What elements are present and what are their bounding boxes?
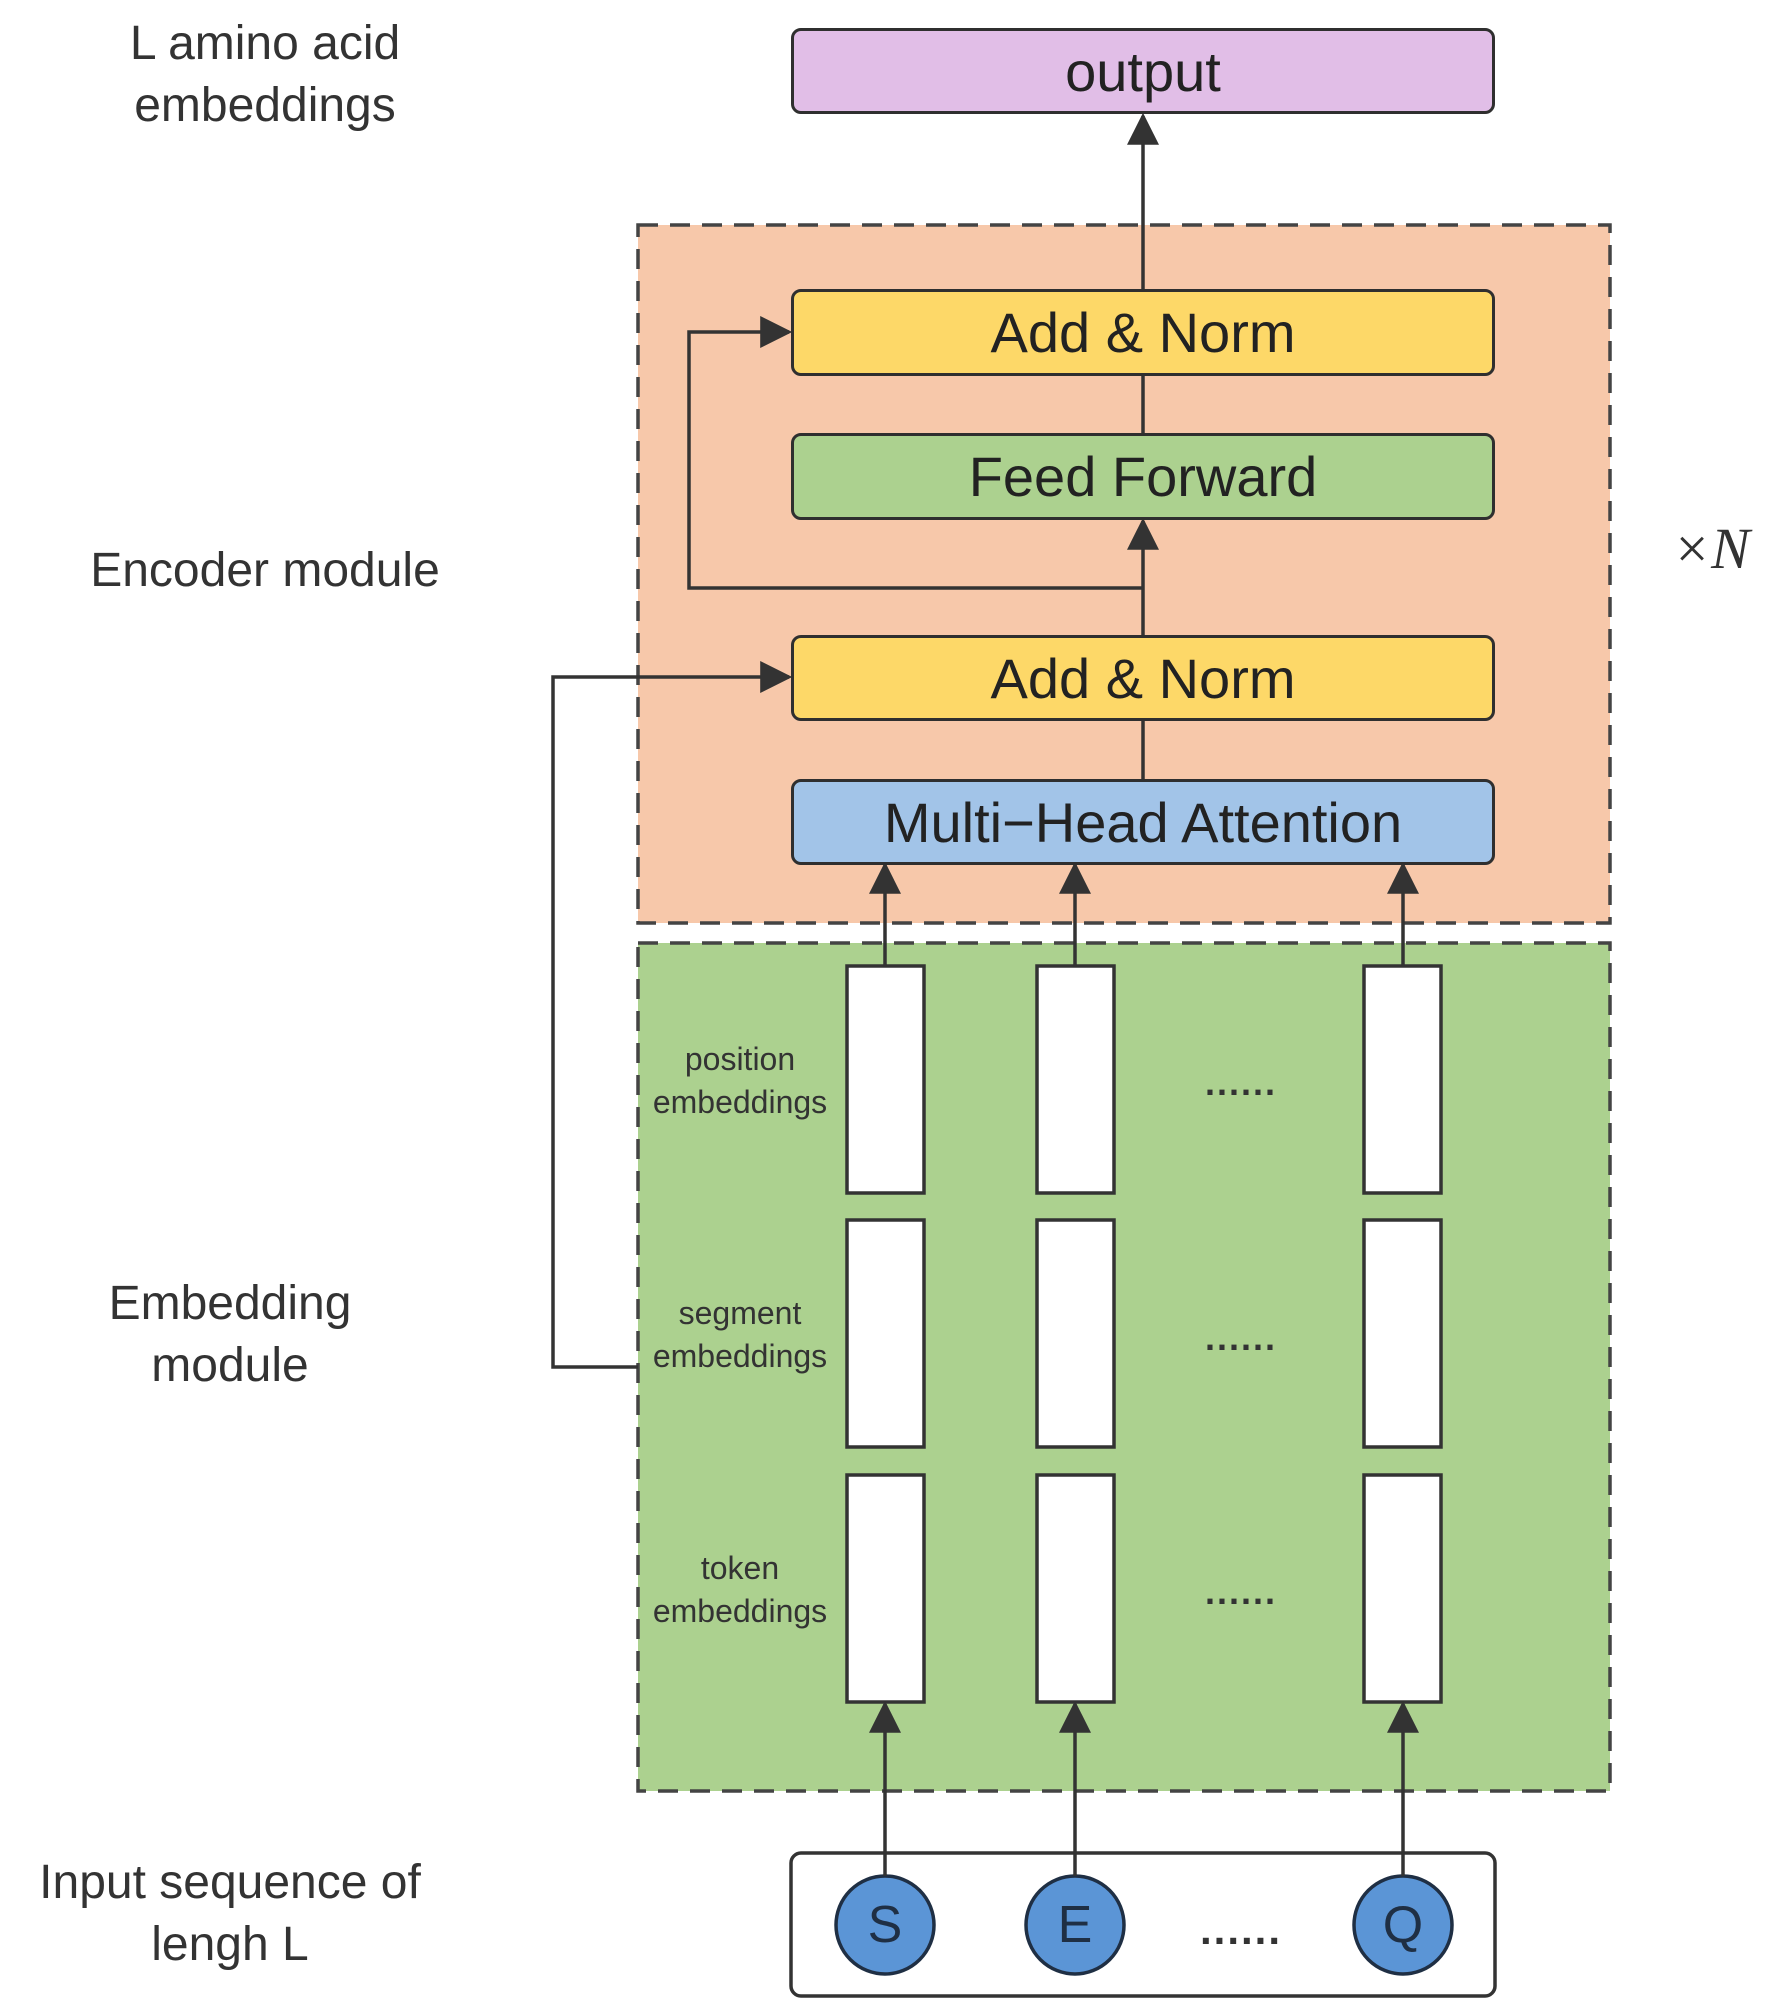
- token-embeddings-label: token embeddings: [652, 1550, 828, 1629]
- output-title: L amino acid embeddings: [129, 17, 401, 132]
- token-embedding-cell-q: [1362, 1473, 1443, 1704]
- repeat-n-label: ×N: [1672, 516, 1750, 581]
- position-embedding-cell-s: [845, 964, 926, 1195]
- position-embedding-cell-q: [1362, 964, 1443, 1195]
- token-ellipsis: ......: [1205, 1571, 1278, 1612]
- position-embeddings-label: position embeddings: [652, 1041, 828, 1120]
- position-embedding-cell-e: [1035, 964, 1116, 1195]
- position-ellipsis: ......: [1205, 1062, 1278, 1103]
- segment-ellipsis: ......: [1205, 1317, 1278, 1358]
- input-sequence-title: Input sequence of lengh L: [39, 1856, 421, 1971]
- connectors: [551, 112, 1419, 1876]
- token-embedding-cell-s: [845, 1473, 926, 1704]
- token-embedding-cell-e: [1035, 1473, 1116, 1704]
- token-s-label: S: [867, 1896, 903, 1954]
- segment-embeddings-label: segment embeddings: [652, 1295, 828, 1374]
- add-norm-top-box: Add & Norm: [791, 289, 1495, 376]
- embedding-module-region: [636, 941, 1612, 1793]
- residual-arrow-encoder: [687, 316, 1143, 590]
- multi-head-attention-box: Multi−Head Attention: [791, 779, 1495, 865]
- input-sequence-box: [789, 1851, 1497, 1998]
- token-circles: [834, 1874, 1454, 1976]
- output-box: output: [791, 28, 1495, 114]
- embedding-module-title: Embedding module: [108, 1277, 352, 1392]
- token-e-label: E: [1057, 1896, 1093, 1954]
- residual-arrow-embedding: [551, 661, 793, 1369]
- segment-embedding-cell-q: [1362, 1218, 1443, 1449]
- segment-embedding-cell-s: [845, 1218, 926, 1449]
- segment-embedding-cell-e: [1035, 1218, 1116, 1449]
- token-q-label: Q: [1382, 1896, 1424, 1954]
- encoder-module-title: Encoder module: [90, 544, 440, 597]
- feed-forward-box: Feed Forward: [791, 433, 1495, 520]
- input-ellipsis: ......: [1200, 1906, 1283, 1953]
- add-norm-bottom-box: Add & Norm: [791, 635, 1495, 721]
